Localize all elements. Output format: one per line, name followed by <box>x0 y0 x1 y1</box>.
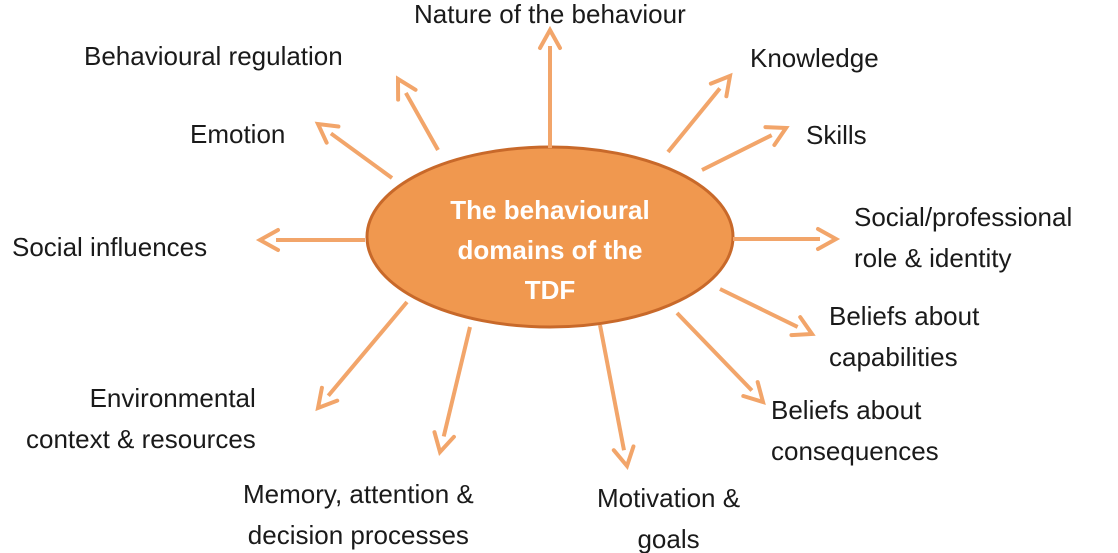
domain-skills: Skills <box>806 115 867 156</box>
domain-skills-line-1: Skills <box>806 120 867 150</box>
arrow-group <box>255 25 841 471</box>
hub-label-line-3: TDF <box>524 275 576 305</box>
domain-motivation-goals-line-2: goals <box>637 524 700 553</box>
arrow-beliefs-consequences-shaft <box>675 311 754 392</box>
domain-social-professional-role-line-2: role & identity <box>854 243 1012 273</box>
domain-motivation-goals: Motivation & goals <box>597 478 740 553</box>
arrow-beliefs-capabilities <box>719 287 816 338</box>
arrow-nature-of-behaviour-head <box>538 25 562 50</box>
domain-knowledge-line-1: Knowledge <box>750 43 879 73</box>
domain-memory-attention-decision: Memory, attention & decision processes <box>243 474 474 553</box>
domain-knowledge: Knowledge <box>750 38 879 79</box>
domain-emotion: Emotion <box>190 114 285 155</box>
arrow-behavioural-regulation-shaft <box>404 91 440 151</box>
arrow-motivation-goals-head <box>611 444 636 471</box>
arrow-beliefs-capabilities-shaft <box>719 287 799 329</box>
hub-label: The behavioural domains of the TDF <box>385 190 715 310</box>
arrow-behavioural-regulation <box>395 75 440 151</box>
domain-nature-of-behaviour-line-1: Nature of the behaviour <box>414 0 686 29</box>
domain-nature-of-behaviour: Nature of the behaviour <box>414 0 686 35</box>
arrow-memory-attention-decision <box>432 326 472 457</box>
arrow-behavioural-regulation-head <box>395 75 418 102</box>
domain-beliefs-consequences-line-1: Beliefs about <box>771 395 922 425</box>
arrow-social-professional-role <box>733 227 841 251</box>
arrow-motivation-goals-shaft <box>598 324 626 451</box>
hub-label-line-1: The behavioural <box>450 195 650 225</box>
arrow-social-influences-head <box>255 228 280 252</box>
arrow-knowledge <box>666 72 733 154</box>
arrow-knowledge-shaft <box>666 87 722 154</box>
arrow-knowledge-head <box>708 72 733 99</box>
domain-beliefs-capabilities: Beliefs about capabilities <box>829 296 979 378</box>
domain-memory-attention-decision-line-1: Memory, attention & <box>243 479 474 509</box>
arrow-skills-shaft <box>701 133 773 172</box>
hub-label-line-2: domains of the <box>457 235 643 265</box>
arrow-social-professional-role-head <box>816 227 841 251</box>
arrow-social-influences <box>255 228 365 252</box>
domain-environmental-context: Environmental context & resources <box>26 378 256 460</box>
arrow-memory-attention-decision-head <box>432 430 456 457</box>
arrow-beliefs-capabilities-head <box>789 315 816 338</box>
arrow-skills <box>701 125 790 172</box>
domain-behavioural-regulation-line-1: Behavioural regulation <box>84 41 343 71</box>
domain-environmental-context-line-1: Environmental <box>89 383 256 413</box>
domain-social-influences-line-1: Social influences <box>12 232 208 262</box>
arrow-emotion-head <box>314 121 341 145</box>
arrow-emotion <box>314 121 394 180</box>
arrow-environmental-context <box>315 300 409 412</box>
arrow-beliefs-consequences <box>675 311 766 405</box>
domain-social-influences: Social influences <box>12 227 207 268</box>
domain-beliefs-capabilities-line-2: capabilities <box>829 342 958 372</box>
arrow-environmental-context-head <box>315 385 340 412</box>
domain-beliefs-consequences-line-2: consequences <box>771 436 939 466</box>
domain-social-professional-role: Social/professional role & identity <box>854 197 1072 279</box>
domain-beliefs-consequences: Beliefs about consequences <box>771 390 939 472</box>
arrow-nature-of-behaviour <box>538 25 562 148</box>
arrow-emotion-shaft <box>329 131 394 180</box>
domain-emotion-line-1: Emotion <box>190 119 286 149</box>
domain-environmental-context-line-2: context & resources <box>26 424 256 454</box>
arrow-environmental-context-shaft <box>326 300 409 398</box>
arrow-skills-head <box>763 125 790 147</box>
domain-behavioural-regulation: Behavioural regulation <box>84 36 343 77</box>
domain-beliefs-capabilities-line-1: Beliefs about <box>829 301 980 331</box>
domain-memory-attention-decision-line-2: decision processes <box>247 520 469 550</box>
arrow-motivation-goals <box>598 324 636 471</box>
domain-motivation-goals-line-1: Motivation & <box>597 483 741 513</box>
arrow-memory-attention-decision-shaft <box>441 326 472 437</box>
domain-social-professional-role-line-1: Social/professional <box>854 202 1073 232</box>
arrow-beliefs-consequences-head <box>741 380 766 405</box>
